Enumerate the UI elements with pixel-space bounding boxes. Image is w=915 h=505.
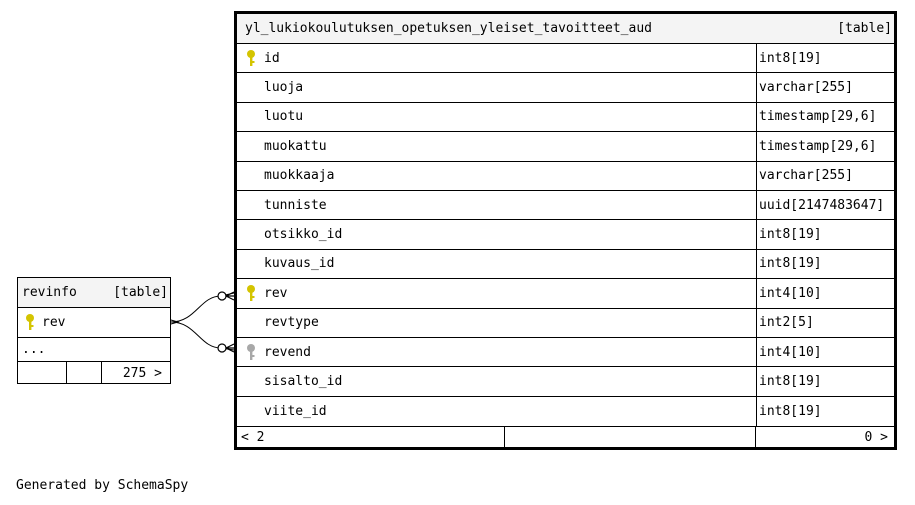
column-name: revend [264, 344, 311, 360]
column-name: rev [264, 285, 288, 301]
primary-key-icon [245, 49, 257, 67]
children-count[interactable]: 0 > [864, 429, 888, 445]
column-type: varchar[255] [759, 80, 853, 96]
revinfo-row-rev[interactable]: rev [18, 308, 170, 338]
table-footer: < 2 0 > [237, 426, 894, 447]
column-row-muokattu[interactable]: muokattu timestamp[29,6] [237, 132, 894, 162]
column-row-id[interactable]: id int8[19] [237, 44, 894, 74]
column-name: muokkaaja [264, 168, 335, 184]
revinfo-column-name: rev [42, 315, 66, 330]
revinfo-title: revinfo [22, 285, 77, 300]
column-type: int2[5] [759, 315, 814, 331]
column-type: int4[10] [759, 344, 822, 360]
column-name: otsikko_id [264, 227, 343, 243]
table-header[interactable]: yl_lukiokoulutuksen_opetuksen_yleiset_ta… [237, 14, 894, 44]
table-kind-label: [table] [837, 21, 892, 36]
foreign-key-icon [245, 343, 257, 361]
column-type: varchar[255] [759, 168, 853, 184]
column-type: int8[19] [759, 256, 822, 272]
table-revinfo[interactable]: revinfo [table] rev ... 275 > [17, 277, 171, 384]
column-type: uuid[2147483647] [759, 197, 885, 213]
column-name: luoja [264, 80, 304, 96]
column-type: int8[19] [759, 374, 822, 390]
column-type: timestamp[29,6] [759, 109, 877, 125]
primary-key-icon [245, 284, 257, 302]
column-name: tunniste [264, 197, 327, 213]
column-name: luotu [264, 109, 304, 125]
table-title: yl_lukiokoulutuksen_opetuksen_yleiset_ta… [245, 21, 652, 36]
column-type: int4[10] [759, 285, 822, 301]
column-type: timestamp[29,6] [759, 138, 877, 154]
column-type: int8[19] [759, 227, 822, 243]
column-row-kuvaus_id[interactable]: kuvaus_id int8[19] [237, 249, 894, 280]
column-type: int8[19] [759, 50, 822, 66]
column-row-luoja[interactable]: luoja varchar[255] [237, 73, 894, 103]
column-row-muokkaaja[interactable]: muokkaaja varchar[255] [237, 161, 894, 191]
revinfo-header[interactable]: revinfo [table] [18, 278, 170, 308]
column-row-sisalto_id[interactable]: sisalto_id int8[19] [237, 367, 894, 397]
column-row-otsikko_id[interactable]: otsikko_id int8[19] [237, 220, 894, 250]
column-row-rev[interactable]: rev int4[10] [237, 279, 894, 309]
column-row-viite_id[interactable]: viite_id int8[19] [237, 396, 894, 427]
primary-key-icon [24, 313, 36, 331]
column-name: revtype [264, 315, 319, 331]
revinfo-children-count[interactable]: 275 > [122, 365, 162, 381]
revinfo-ellipsis-row: ... [18, 338, 170, 362]
column-name: muokattu [264, 138, 327, 154]
column-row-tunniste[interactable]: tunniste uuid[2147483647] [237, 191, 894, 221]
column-type: int8[19] [759, 403, 822, 419]
column-name: kuvaus_id [264, 256, 335, 272]
parents-count[interactable]: < 2 [241, 429, 265, 445]
table-yl-lukiokoulutuksen-aud[interactable]: yl_lukiokoulutuksen_opetuksen_yleiset_ta… [234, 11, 897, 450]
column-name: viite_id [264, 403, 327, 419]
crowfoot-circle-revend [217, 343, 227, 353]
generated-by-label: Generated by SchemaSpy [16, 478, 189, 493]
column-row-revend[interactable]: revend int4[10] [237, 338, 894, 368]
column-row-revtype[interactable]: revtype int2[5] [237, 308, 894, 338]
revinfo-ellipsis: ... [22, 342, 46, 357]
column-row-luotu[interactable]: luotu timestamp[29,6] [237, 102, 894, 133]
column-name: id [264, 50, 280, 66]
revinfo-kind-label: [table] [113, 285, 168, 300]
crowfoot-circle-rev [217, 291, 227, 301]
revinfo-footer: 275 > [18, 362, 170, 384]
column-name: sisalto_id [264, 374, 343, 390]
